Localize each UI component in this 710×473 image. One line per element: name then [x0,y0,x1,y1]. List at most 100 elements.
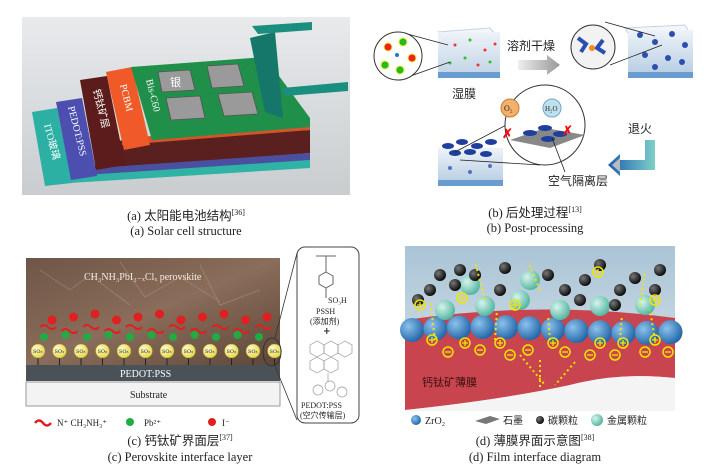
iodide-ion [90,309,100,319]
ito-side [45,160,310,183]
methylammonium-ion [39,324,57,330]
panel-c-interface-diagram: CH₃NH₃PbI₃₋ₓClₓ perovskite SO₃ SO₃ SO₃ SO₃ S… [25,246,360,428]
blocked-x-icon: ✗ [562,124,573,139]
hole-charge-icon [617,337,629,349]
methylammonium-ion [189,328,208,334]
ito-layer [32,108,72,186]
sulfonate-label: SO₃ [227,349,237,355]
particle-layer [400,259,683,361]
hole-charge-icon [649,334,661,346]
charge-sign [417,302,423,308]
iodide-ion [241,315,250,325]
so3h-label: SO₃H [328,296,347,305]
carbon-particle [454,264,466,276]
hole-charge-icon [547,337,559,349]
silver-pad [206,63,245,89]
sulfonate-group [95,343,110,359]
carbon-particle [614,284,626,296]
silver-pad [157,69,196,93]
iodide-ion [133,312,143,322]
lead-ion [83,333,91,341]
electron-charge-icon [584,349,596,361]
legend-iodide-icon [208,418,216,426]
electron-charge-icon [559,346,571,358]
electrode-tab-top [252,22,312,34]
solvent-dry-label: 溶剂干燥 [507,38,555,53]
metal-particle [520,270,540,290]
sulfonate-group [224,343,239,359]
legend-metal-icon [591,414,603,426]
zro2-particle [447,315,471,340]
carbon-particle [579,274,591,286]
methylammonium-ion [82,324,100,330]
legend-lead-ion-icon [126,418,134,426]
carbon-particle [559,284,571,296]
air-barrier-label: 空气隔离层 [548,173,608,188]
pssh-label: PSSH [316,307,335,316]
iodide-ion [155,309,164,319]
carbon-particle [609,299,621,311]
lead-ion [169,333,177,341]
pedot-inset-note: (空穴传输层) [300,410,346,420]
legend-metal-label: 金属颗粒 [607,414,647,427]
electron-charge-icon [504,349,516,361]
h2o-label: H₂O [545,105,558,113]
legend-zro2-label: ZrO₂ [425,416,445,427]
sulfonate-label: SO₃ [162,349,172,355]
carbon-particle [494,284,506,296]
perovskite-label: CH₃NH₃PbI₃₋ₓClₓ perovskite [84,272,202,283]
hole-charge-icon [592,266,604,278]
methylammonium-ion [125,324,143,330]
panel-b-post-processing-diagram: 湿膜 溶剂干燥 [373,21,693,188]
electron-charge-icon [474,344,486,356]
lead-ion [190,331,199,339]
pedot-side [70,153,310,176]
carbon-particle [469,269,481,281]
blocked-x-icon: ✗ [502,127,513,142]
iodide-ion [112,315,121,325]
callout-line [551,137,566,173]
lead-ion [61,331,70,339]
methylammonium-ion [254,324,272,330]
hole-charge-icon [509,299,521,311]
sulfonate-group [181,343,196,359]
legend-graphite-icon [475,416,500,424]
metal-particle [635,295,655,315]
sulfonate-label: SO₃ [55,349,65,355]
hole-charge-icon [594,337,606,349]
o2-label: O₂ [504,104,513,113]
sulfonate-group [267,343,282,359]
caption-a-cn: (a) 太阳能电池结构[36] [127,207,245,223]
zro2-particle [541,317,565,342]
annealed-film-cube [438,139,503,186]
legend-graphite-label: 石墨 [503,415,523,427]
zro2-particle [564,319,589,344]
caption-c-en: (c) Perovskite interface layer [107,450,253,464]
caption-d-en: (d) Film interface diagram [468,450,602,464]
sulfonate-group [52,343,67,359]
electrode-post [250,32,283,118]
iodide-ion [198,312,207,322]
sulfonate-group [245,343,261,359]
o2-molecule [500,98,520,118]
sulfonate-label: SO₃ [248,349,258,355]
lead-ion [212,333,220,341]
pedot-structure-icon [309,340,353,398]
legend-carbon-label: 碳颗粒 [548,414,578,427]
lead-ion [126,333,134,341]
panel-a-solar-cell-diagram: 银 ITO玻璃 PEDOT:PSS 钙钛矿层 PCBM Bis-C60 [22,17,350,195]
hole-charge-icon [426,334,438,346]
sulfonate-label: SO₃ [119,349,129,355]
iodide-ion [176,315,186,325]
silver-pad [217,91,259,117]
methylammonium-ion [211,324,229,330]
charge-sign [462,340,468,346]
zro2-particle [635,320,659,345]
zro2-particle [400,318,424,342]
carbon-particle [649,284,661,296]
methylammonium-ion [146,328,165,334]
sulfonate-group [202,343,218,359]
pedot-pss-label: PEDOT:PSS [120,369,171,380]
